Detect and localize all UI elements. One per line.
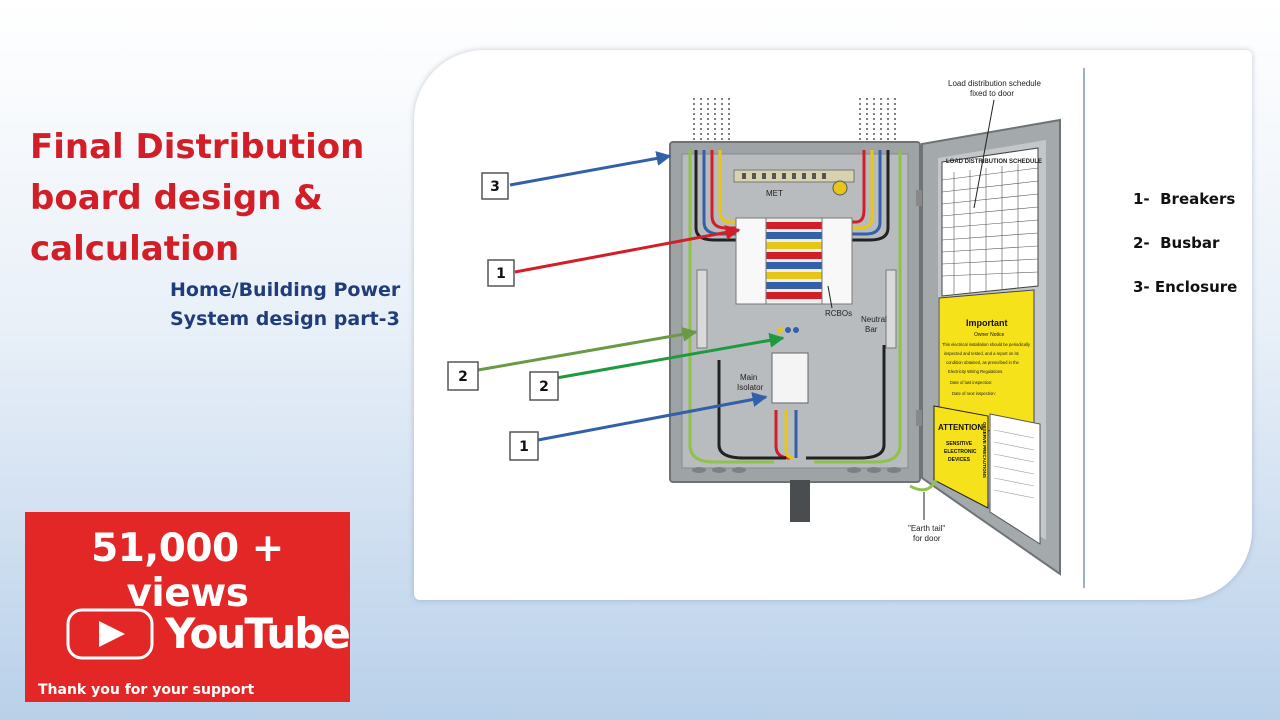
important-line-2: inspected and tested, and a report on it… <box>944 351 1019 356</box>
neutral-bars: Neutral Bar <box>696 269 897 349</box>
diagram-panel: MET RCBOs Neutral Bar <box>414 50 1252 600</box>
load-schedule: LOAD DISTRIBUTION SCHEDULE Load distribu… <box>941 79 1042 297</box>
attention-line-1: SENSITIVE <box>946 441 973 447</box>
schedule-note-line1: Load distribution schedule <box>948 79 1042 88</box>
attention-label: ATTENTION SENSITIVE ELECTRONIC DEVICES O… <box>933 405 1041 545</box>
distribution-board-diagram: MET RCBOs Neutral Bar <box>447 68 1085 588</box>
legend-list: 1- Breakers 2- Busbar 3- Enclosure <box>1133 190 1237 322</box>
thanks-text: Thank you for your support <box>38 682 255 698</box>
important-line-5: Date of last inspection: <box>950 380 992 385</box>
views-count: 51,000 + views <box>91 526 284 616</box>
callout-1-bottom: 1 <box>519 439 529 455</box>
attention-line-3: DEVICES <box>948 457 971 463</box>
youtube-logo-text: YouTube <box>165 609 351 658</box>
schedule-title: LOAD DISTRIBUTION SCHEDULE <box>946 159 1042 165</box>
main-isolator: Main Isolator <box>737 327 809 404</box>
callout-2-right: 2 <box>539 379 549 395</box>
incoming-cable <box>790 480 810 522</box>
callout-boxes: 3 1 2 2 1 <box>447 172 559 461</box>
title: Final Distribution board design & calcul… <box>30 127 365 269</box>
youtube-promo-card[interactable]: 51,000 + views YouTube Thank you for you… <box>25 512 351 702</box>
attention-line-2: ELECTRONIC <box>944 449 977 455</box>
callout-2-left: 2 <box>458 369 468 385</box>
met-earth-bar: MET <box>733 169 855 198</box>
main-isolator-label-2: Isolator <box>737 383 764 392</box>
schedule-note-line2: fixed to door <box>970 89 1014 98</box>
callout-3: 3 <box>490 179 500 195</box>
important-line-6: Date of next inspection: <box>952 391 996 396</box>
earth-tail-label-1: "Earth tail" <box>908 524 945 533</box>
important-line-4: Electricity Wiring Regulations. <box>948 369 1003 374</box>
legend-enclosure: 3- Enclosure <box>1133 278 1238 296</box>
youtube-play-icon <box>66 608 154 660</box>
met-label: MET <box>766 189 783 198</box>
important-line-3: condition obtained, as prescribed in the <box>946 360 1020 365</box>
legend-busbar: 2- Busbar <box>1133 234 1220 252</box>
main-isolator-label-1: Main <box>740 373 757 382</box>
rcbo-bank: RCBOs <box>735 217 853 318</box>
earth-tail-wire <box>909 479 938 492</box>
important-line-1: This electrical installation should be p… <box>942 342 1031 347</box>
neutral-bar-label-2: Bar <box>865 325 878 334</box>
legend-breakers: 1- Breakers <box>1133 190 1236 208</box>
callout-1-top: 1 <box>496 266 506 282</box>
cable-entry-dots <box>693 98 896 142</box>
attention-side-text: OBSERVE PRECAUTIONS <box>982 422 987 478</box>
earth-tail-label-2: for door <box>913 534 941 543</box>
neutral-bar-label-1: Neutral <box>861 315 887 324</box>
important-sub: Owner Notice <box>974 332 1005 338</box>
rcbos-label: RCBOs <box>825 309 852 318</box>
important-notice: Important Owner Notice This electrical i… <box>938 289 1035 443</box>
callout-arrows <box>477 151 785 442</box>
attention-title: ATTENTION <box>938 423 983 432</box>
important-title: Important <box>966 318 1008 328</box>
subtitle: Home/Building Power System design part-3 <box>170 279 401 330</box>
